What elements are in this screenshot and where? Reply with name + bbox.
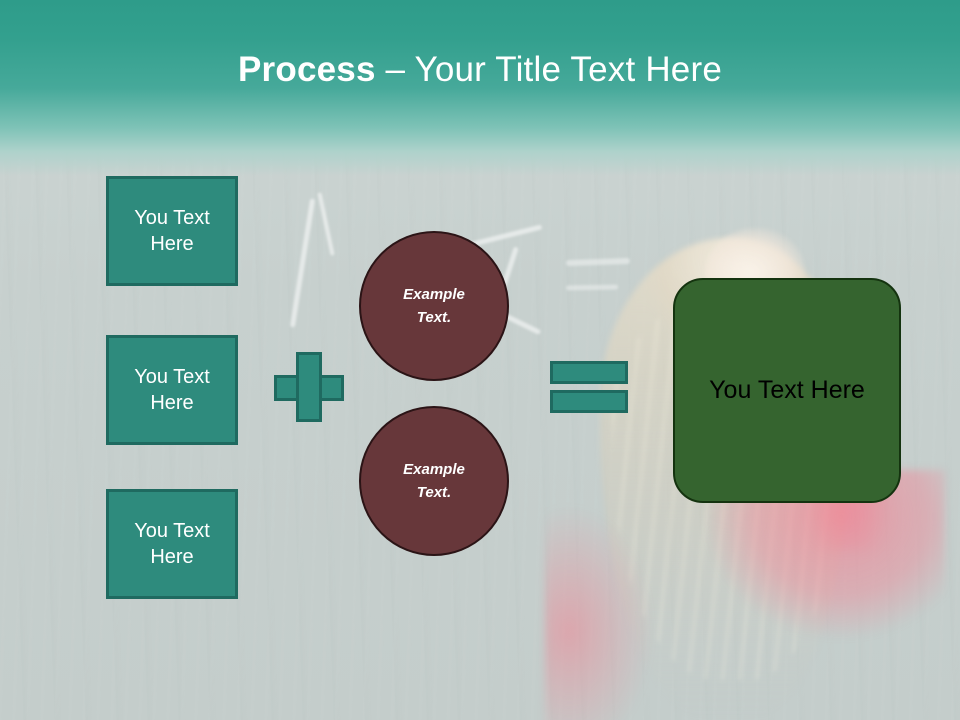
equals-bottom-bar: [550, 390, 628, 413]
person-pink-top: [545, 470, 945, 720]
equals-icon: [550, 361, 628, 413]
result-box[interactable]: You Text Here: [673, 278, 901, 503]
plus-icon: [274, 352, 344, 422]
equals-top-bar: [550, 361, 628, 384]
page-title-rest: – Your Title Text Here: [375, 50, 722, 89]
plus-center-patch: [299, 378, 319, 398]
title-banner: [0, 0, 960, 176]
page-title-bold: Process: [238, 50, 376, 89]
chalk-mark: [565, 284, 619, 291]
page-title: Process – Your Title Text Here: [0, 48, 960, 92]
